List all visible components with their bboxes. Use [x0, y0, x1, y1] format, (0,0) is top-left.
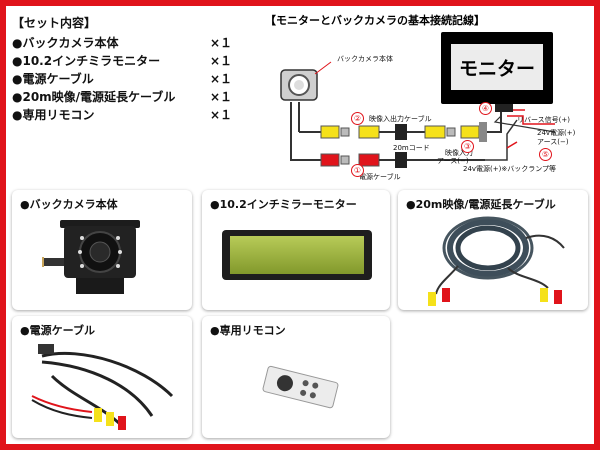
product-card-camera: ●バックカメラ本体 — [12, 190, 192, 310]
diagram-camera-icon — [280, 69, 318, 101]
product-title: ●10.2インチミラーモニター — [210, 198, 357, 211]
diagram-title: 【モニターとバックカメラの基本接続記線】 — [265, 14, 485, 27]
cable-coil-icon — [428, 216, 565, 306]
set-item-qty: ×１ — [210, 72, 233, 86]
product-title: ●20m映像/電源延長ケーブル — [406, 198, 556, 211]
set-item-name: ●バックカメラ本体 — [12, 36, 119, 50]
set-item-name: ●20m映像/電源延長ケーブル — [12, 90, 176, 104]
set-item: ●バックカメラ本体 ×１ — [12, 34, 242, 52]
product-card-extension-cable: ●20m映像/電源延長ケーブル — [398, 190, 588, 310]
number-2: ② — [351, 112, 364, 125]
label-camera: バックカメラ本体 — [337, 55, 393, 63]
product-card-remote: ●専用リモコン — [202, 316, 390, 438]
product-title: ●電源ケーブル — [20, 324, 95, 337]
set-item: ●電源ケーブル ×１ — [12, 70, 242, 88]
camera-icon — [42, 220, 140, 294]
label-ground: アース(−) — [437, 157, 469, 165]
diagram-wiring — [280, 61, 556, 168]
label-power-cable: 電源ケーブル — [359, 173, 401, 181]
label-video-cable: 映像入出力ケーブル — [369, 115, 432, 123]
product-title: ●専用リモコン — [210, 324, 286, 337]
product-card-monitor: ●10.2インチミラーモニター — [202, 190, 390, 310]
set-item-qty: ×１ — [210, 54, 233, 68]
label-20m-cord: 20mコード — [393, 144, 430, 152]
label-reverse: リバース信号(+) — [517, 116, 570, 124]
set-item: ●20m映像/電源延長ケーブル ×１ — [12, 88, 242, 106]
monitor-icon — [222, 230, 372, 280]
number-4: ④ — [479, 102, 492, 115]
label-ground-2: アース(−) — [537, 138, 569, 146]
label-24v-backlamp: 24v電源(+)※バックランプ等 — [463, 165, 557, 173]
set-item-qty: ×１ — [210, 90, 233, 104]
set-item-name: ●専用リモコン — [12, 108, 95, 122]
set-item-name: ●電源ケーブル — [12, 72, 94, 86]
number-1: ① — [351, 164, 364, 177]
product-title: ●バックカメラ本体 — [20, 198, 118, 211]
set-contents-list: 【セット内容】 ●バックカメラ本体 ×１ ●10.2インチミラモニター ×１ ●電源… — [12, 14, 242, 124]
set-item: ●専用リモコン ×１ — [12, 106, 242, 124]
label-video-in: 映像入力 — [445, 149, 473, 157]
label-24v: 24v電源(+) — [537, 129, 576, 137]
product-card-power-cable: ●電源ケーブル — [12, 316, 192, 438]
set-item-qty: ×１ — [210, 108, 233, 122]
set-item-qty: ×１ — [210, 36, 233, 50]
set-item-name: ●10.2インチミラモニター — [12, 54, 161, 68]
diagram-monitor-label: モニター — [451, 44, 543, 90]
power-cable-icon — [31, 344, 174, 430]
set-contents-title: 【セット内容】 — [12, 16, 97, 30]
set-item: ●10.2インチミラモニター ×１ — [12, 52, 242, 70]
number-3: ③ — [461, 140, 474, 153]
diagram-monitor: モニター — [441, 32, 553, 104]
connection-diagram: 【モニターとバックカメラの基本接続記線】 — [255, 10, 590, 188]
number-5: ⑤ — [539, 148, 552, 161]
remote-icon — [262, 365, 339, 409]
